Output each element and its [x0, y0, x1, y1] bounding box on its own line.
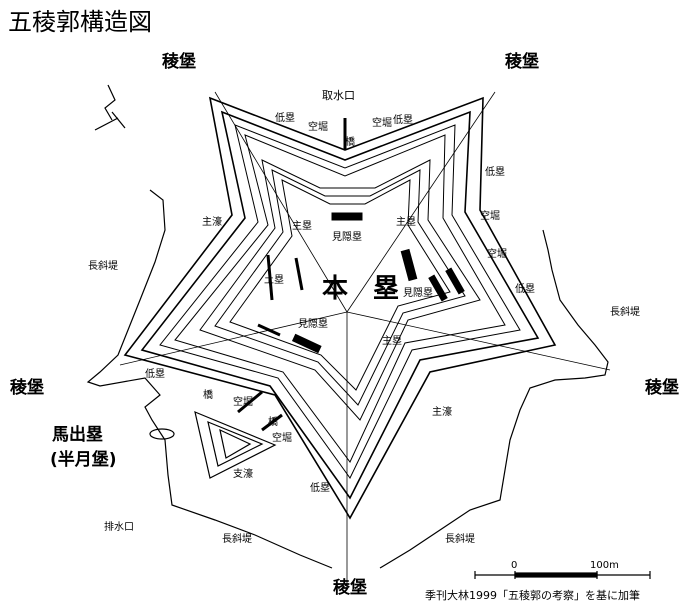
ravelin: [149, 411, 277, 479]
ravelin-low-wall-label: 支濠: [233, 469, 253, 480]
low-wall-label: 低塁: [485, 167, 505, 178]
bridge-label: 橋: [345, 137, 355, 148]
low-wall-label: 低塁: [275, 113, 295, 124]
bridge-label: 橋: [268, 417, 278, 428]
compass-mark: [94, 84, 126, 131]
earth-wall: [257, 254, 304, 337]
main-wall: [199, 159, 481, 421]
low-wall-label: 低塁: [145, 369, 165, 380]
bastion-top-right-label: 稜堡: [505, 52, 539, 72]
bastion-right-label: 稜堡: [645, 378, 679, 398]
main-moat-label: 主濠: [432, 407, 452, 418]
main-wall-label: 主塁: [292, 221, 312, 232]
dry-moat-label: 空堀: [487, 249, 507, 260]
source-credit: 季刊大林1999「五稜郭の考察」を基に加筆: [425, 589, 640, 602]
hidden-wall-label: 見隠塁: [332, 232, 362, 243]
scale-bar: [474, 571, 651, 579]
long-slope-label: 長斜堤: [445, 534, 475, 545]
low-wall-label: 低塁: [393, 115, 413, 126]
bridge-label: 橋: [203, 390, 213, 401]
dry-moat-label: 空堀: [233, 397, 253, 408]
dry-moat-label: 空堀: [272, 433, 292, 444]
intake-label: 取水口: [322, 89, 355, 102]
bastion-top-left-label: 稜堡: [162, 52, 196, 72]
main-moat-label: 主濠: [202, 217, 222, 228]
main-keep-label: 本 塁: [322, 274, 408, 304]
bastion-left-label: 稜堡: [10, 378, 44, 398]
dry-moat-label: 空堀: [308, 122, 328, 133]
scale-100m: 100m: [590, 560, 619, 571]
low-wall-label: 低塁: [515, 284, 535, 295]
long-slope-label: 長斜堤: [88, 261, 118, 272]
outer-glacis: [86, 189, 609, 569]
bastion-bottom-label: 稜堡: [333, 578, 367, 598]
scale-zero: 0: [511, 560, 518, 571]
dry-moat-label: 空堀: [480, 211, 500, 222]
fort-outline: [123, 96, 557, 520]
hidden-wall-label: 見隠塁: [403, 288, 433, 299]
page-title: 五稜郭構造図: [8, 8, 152, 36]
hidden-wall-label: 見隠塁: [298, 319, 328, 330]
drain-label: 排水口: [104, 522, 134, 533]
axis-lines: [119, 91, 611, 590]
main-wall-label: 主塁: [382, 336, 402, 347]
hidden-walls: [291, 212, 465, 354]
long-slope-label: 長斜堤: [222, 534, 252, 545]
low-wall-label: 低塁: [310, 483, 330, 494]
bridges: [237, 118, 347, 432]
ravelin-alt-label: (半月堡): [50, 450, 117, 470]
ravelin-label: 馬出塁: [52, 425, 103, 445]
long-slope-label: 長斜堤: [610, 307, 640, 318]
main-wall-label: 主塁: [396, 217, 416, 228]
dry-moat-label: 空堀: [372, 118, 392, 129]
main-moat: [159, 124, 521, 479]
earth-wall-label: 土塁: [264, 275, 284, 286]
